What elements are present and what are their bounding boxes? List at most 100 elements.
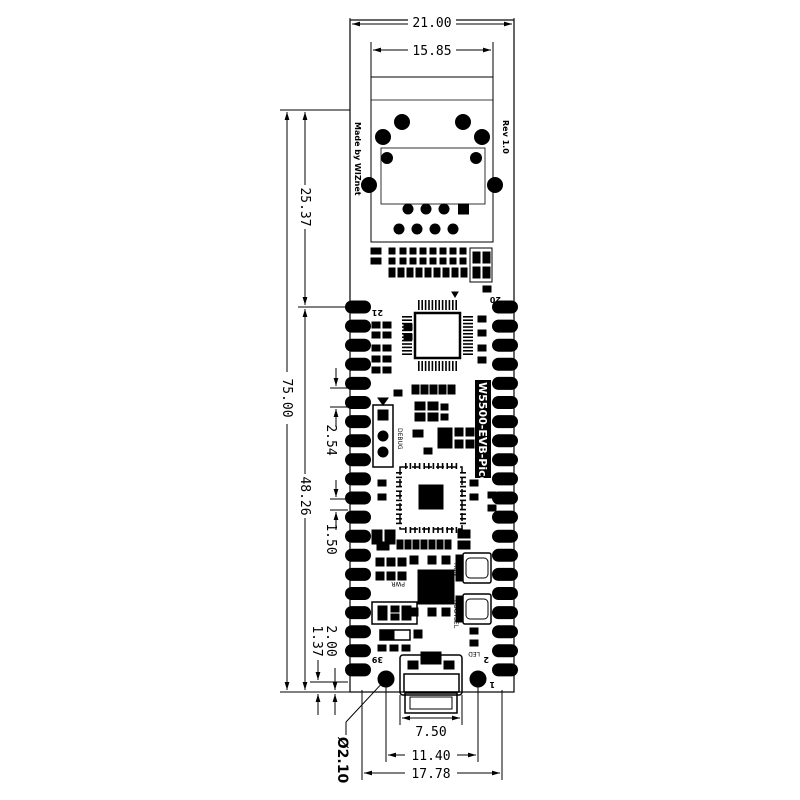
header-pad (345, 434, 371, 448)
header-pad (345, 567, 371, 581)
run-label: RUN (452, 563, 459, 576)
header-pad (492, 396, 518, 409)
header-pad (345, 376, 371, 390)
header-pad (492, 434, 518, 448)
bootsel-button (462, 593, 492, 625)
header-pad (492, 357, 518, 371)
chip-pin (402, 339, 412, 342)
header-pad (345, 396, 371, 409)
chip-pin (414, 527, 416, 533)
chip-pin (441, 361, 444, 371)
chip-pin (424, 361, 427, 371)
pin-span-label: 48.26 (297, 476, 312, 515)
chip-pin (405, 527, 407, 533)
chip-pin (418, 463, 421, 469)
chip-pin (405, 463, 407, 469)
header-pad (492, 567, 518, 581)
chip-pin (460, 476, 466, 479)
chip-pin (396, 472, 402, 474)
chip-pin (463, 336, 473, 338)
chip-pin (409, 527, 412, 533)
chip-pin (448, 300, 451, 310)
debug-label: DEBUG (396, 428, 403, 450)
header-pad (345, 453, 371, 467)
pin-row-spacing-label: 17.78 (411, 767, 450, 782)
chip-pin (402, 350, 412, 352)
chip-pin (435, 361, 437, 371)
header-pad (345, 338, 371, 352)
header-pad (492, 300, 518, 314)
chip-pin (428, 527, 430, 533)
chip-pin (418, 300, 420, 310)
pin-1-label: 1 (489, 680, 495, 689)
dimension-labels: 21.00 15.85 75.00 25.37 48.26 2.54 1.50 … (278, 14, 457, 783)
chip-pin (463, 350, 473, 352)
chip-pin (452, 300, 454, 310)
chip-pin (424, 300, 427, 310)
chip-pin (463, 319, 473, 321)
header-pad (345, 606, 371, 620)
chip-pin (463, 343, 473, 345)
chip-pin (438, 300, 440, 310)
chip-pin (452, 361, 454, 371)
usb-width-label: 7.50 (415, 725, 446, 740)
pad-offset-label: 1.37 (309, 625, 324, 656)
header-pad (345, 587, 371, 600)
chip-pin (445, 361, 447, 371)
chip-pin (423, 527, 425, 533)
chip-pin (396, 518, 402, 520)
chip-pin (402, 353, 412, 355)
header-pad (345, 491, 371, 505)
board-width-label: 21.00 (412, 16, 451, 31)
chip-pin (445, 300, 447, 310)
header-pad (345, 510, 371, 524)
chip-pin (460, 472, 466, 474)
chip-pin (396, 476, 402, 479)
chip-pin (396, 485, 402, 488)
revision-label: Rev 1.0 (501, 120, 510, 154)
chip-pin (396, 499, 402, 502)
hole-spacing-label: 11.40 (411, 749, 450, 764)
chip-pin (437, 463, 439, 469)
chip-pin (455, 300, 457, 310)
header-pad (492, 453, 518, 467)
rj45-connector (370, 76, 494, 243)
header-pad (492, 319, 518, 333)
header-pad (492, 376, 518, 390)
chip-pin (396, 522, 402, 525)
product-label: W5500-EVB-Pico (476, 382, 489, 485)
chip-pin (455, 527, 458, 533)
chip-pin (396, 495, 402, 497)
chip-pin (446, 527, 448, 533)
chip-pin (455, 361, 457, 371)
header-pad (492, 491, 518, 505)
chip-pin (421, 300, 423, 310)
chip-pin (448, 361, 451, 371)
header-pad (492, 606, 518, 620)
flash-chip (417, 569, 455, 605)
rp2040-chip (399, 466, 463, 530)
chip-pin (460, 485, 466, 488)
header-pad (345, 644, 371, 658)
header-pad (492, 472, 518, 486)
components (370, 247, 493, 360)
chip-pin (402, 319, 412, 321)
header-pad (345, 415, 371, 429)
chip-pin (418, 527, 421, 533)
chip-pin (431, 361, 434, 371)
hole-offset-label: 2.00 (323, 625, 338, 656)
rj45-holes (361, 114, 503, 235)
led-label: LED (468, 650, 480, 657)
chip-pin (463, 326, 473, 328)
chip-pin (396, 504, 402, 506)
header-pad (492, 644, 518, 658)
chip-pin (446, 463, 448, 469)
chip-pin (396, 513, 402, 515)
chip-pin (463, 353, 473, 355)
left-pin-header (345, 300, 371, 677)
chip-pin (402, 316, 412, 318)
chip-pin (418, 361, 420, 371)
header-pad (492, 625, 518, 639)
total-length-label: 75.00 (279, 378, 294, 417)
bootsel-label: BOOTSEL (452, 600, 459, 629)
